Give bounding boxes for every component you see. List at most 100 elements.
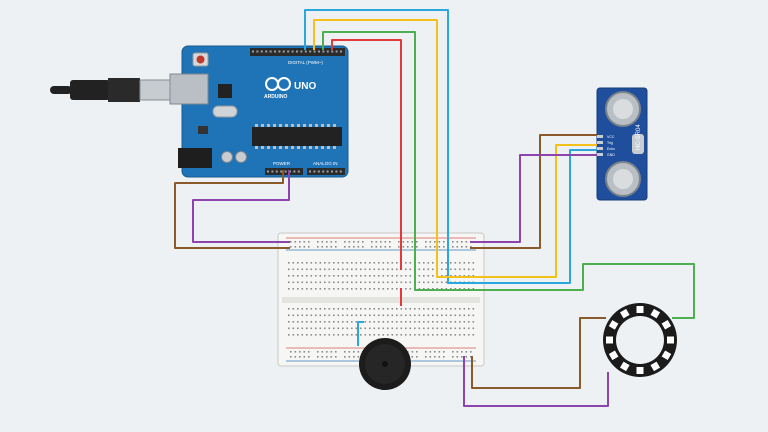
header-pin	[313, 170, 316, 173]
breadboard-hole	[459, 308, 461, 310]
breadboard-hole	[468, 321, 470, 323]
arduino-uno-board[interactable]: DIGITAL (PWM~) POWER ANALOG IN ARDUINO U…	[169, 45, 349, 178]
breadboard-hole	[450, 314, 452, 317]
breadboard-hole	[378, 262, 380, 264]
breadboard-hole	[294, 351, 297, 353]
usb-cable[interactable]	[50, 78, 171, 102]
ultrasonic-sensor[interactable]: HC-SR04 VCC Trig Echo GND	[596, 87, 648, 201]
breadboard-hole	[423, 288, 425, 290]
breadboard-hole	[468, 334, 470, 336]
neopixel-ring[interactable]	[603, 303, 677, 377]
breadboard-hole	[353, 246, 355, 248]
breadboard-hole	[337, 262, 340, 264]
breadboard-hole	[441, 275, 443, 277]
wire-blue-buzzer[interactable]	[357, 321, 364, 346]
breadboard-hole	[459, 262, 461, 264]
breadboard[interactable]	[277, 232, 485, 367]
chip-pin	[321, 146, 324, 149]
breadboard-hole	[326, 246, 328, 248]
breadboard-hole	[355, 314, 358, 317]
breadboard-hole	[416, 351, 418, 353]
atmega-chip	[252, 127, 342, 146]
sensor-pin-echo-label: Echo	[607, 147, 615, 151]
breadboard-hole	[432, 334, 434, 336]
breadboard-hole	[306, 275, 308, 277]
breadboard-hole	[429, 241, 432, 243]
breadboard-hole	[346, 275, 349, 277]
chip-pin	[261, 124, 264, 127]
dc-power-jack	[178, 148, 212, 168]
breadboard-hole	[319, 262, 322, 264]
breadboard-hole	[346, 262, 349, 264]
breadboard-hole	[306, 268, 308, 271]
breadboard-hole	[321, 356, 324, 358]
breadboard-hole	[301, 288, 304, 290]
breadboard-hole	[423, 321, 425, 323]
breadboard-hole	[427, 334, 430, 336]
breadboard-hole	[438, 356, 441, 358]
ring-led	[620, 308, 630, 319]
breadboard-hole	[324, 281, 326, 284]
breadboard-hole	[355, 288, 358, 290]
breadboard-hole	[427, 281, 430, 284]
wire-purple-5v[interactable]	[192, 170, 290, 243]
breadboard-hole	[387, 262, 389, 264]
chip-pin	[267, 146, 270, 149]
breadboard-hole	[416, 246, 418, 248]
wire-brown-gnd[interactable]	[174, 170, 290, 249]
breadboard-hole	[409, 314, 412, 317]
breadboard-hole	[445, 262, 448, 264]
breadboard-hole	[389, 241, 391, 243]
header-pin	[331, 50, 334, 53]
breadboard-hole	[416, 356, 418, 358]
breadboard-hole	[290, 241, 292, 243]
sensor-pin-vcc-label: VCC	[607, 135, 615, 139]
wire-yellow-digital[interactable]	[313, 19, 597, 278]
ring-led	[661, 319, 672, 330]
wire-blue-digital[interactable]	[304, 9, 597, 284]
breadboard-hole	[387, 275, 389, 277]
breadboard-hole	[387, 327, 389, 330]
breadboard-hole	[450, 262, 452, 264]
breadboard-hole	[301, 281, 304, 284]
breadboard-hole	[346, 321, 349, 323]
breadboard-hole	[346, 281, 349, 284]
breadboard-hole	[411, 241, 414, 243]
breadboard-hole	[456, 356, 459, 358]
breadboard-hole	[418, 281, 421, 284]
chip-pin	[285, 124, 288, 127]
breadboard-hole	[353, 351, 355, 353]
ring-led	[650, 308, 661, 319]
breadboard-hole	[351, 321, 353, 323]
wire-purple-ring[interactable]	[463, 356, 609, 407]
breadboard-hole	[315, 262, 317, 264]
reset-button[interactable]	[196, 55, 205, 64]
wire-brown-sensor-gnd[interactable]	[470, 134, 597, 249]
breadboard-hole	[378, 288, 380, 290]
breadboard-hole	[324, 308, 326, 310]
breadboard-hole	[315, 281, 317, 284]
breadboard-hole	[400, 334, 403, 336]
wire-purple-sensor-vcc[interactable]	[470, 154, 597, 243]
breadboard-hole	[344, 246, 346, 248]
breadboard-hole	[465, 241, 468, 243]
breadboard-hole	[315, 275, 317, 277]
header-pin	[335, 50, 338, 53]
digital-header-label: DIGITAL (PWM~)	[288, 60, 323, 65]
wire-brown-ring[interactable]	[471, 317, 606, 389]
breadboard-hole	[351, 262, 353, 264]
sensor-crystal	[632, 134, 644, 154]
breadboard-hole	[405, 275, 407, 277]
breadboard-hole	[364, 268, 367, 271]
wire-red-digital[interactable]	[331, 39, 402, 270]
breadboard-hole	[319, 314, 322, 317]
breadboard-hole	[351, 268, 353, 271]
header-pin	[271, 170, 274, 173]
breadboard-hole	[432, 281, 434, 284]
piezo-buzzer[interactable]	[359, 338, 411, 390]
breadboard-hole	[306, 334, 308, 336]
breadboard-hole	[427, 288, 430, 290]
breadboard-hole	[315, 314, 317, 317]
wire-green-digital[interactable]	[322, 31, 695, 319]
breadboard-hole	[303, 356, 306, 358]
